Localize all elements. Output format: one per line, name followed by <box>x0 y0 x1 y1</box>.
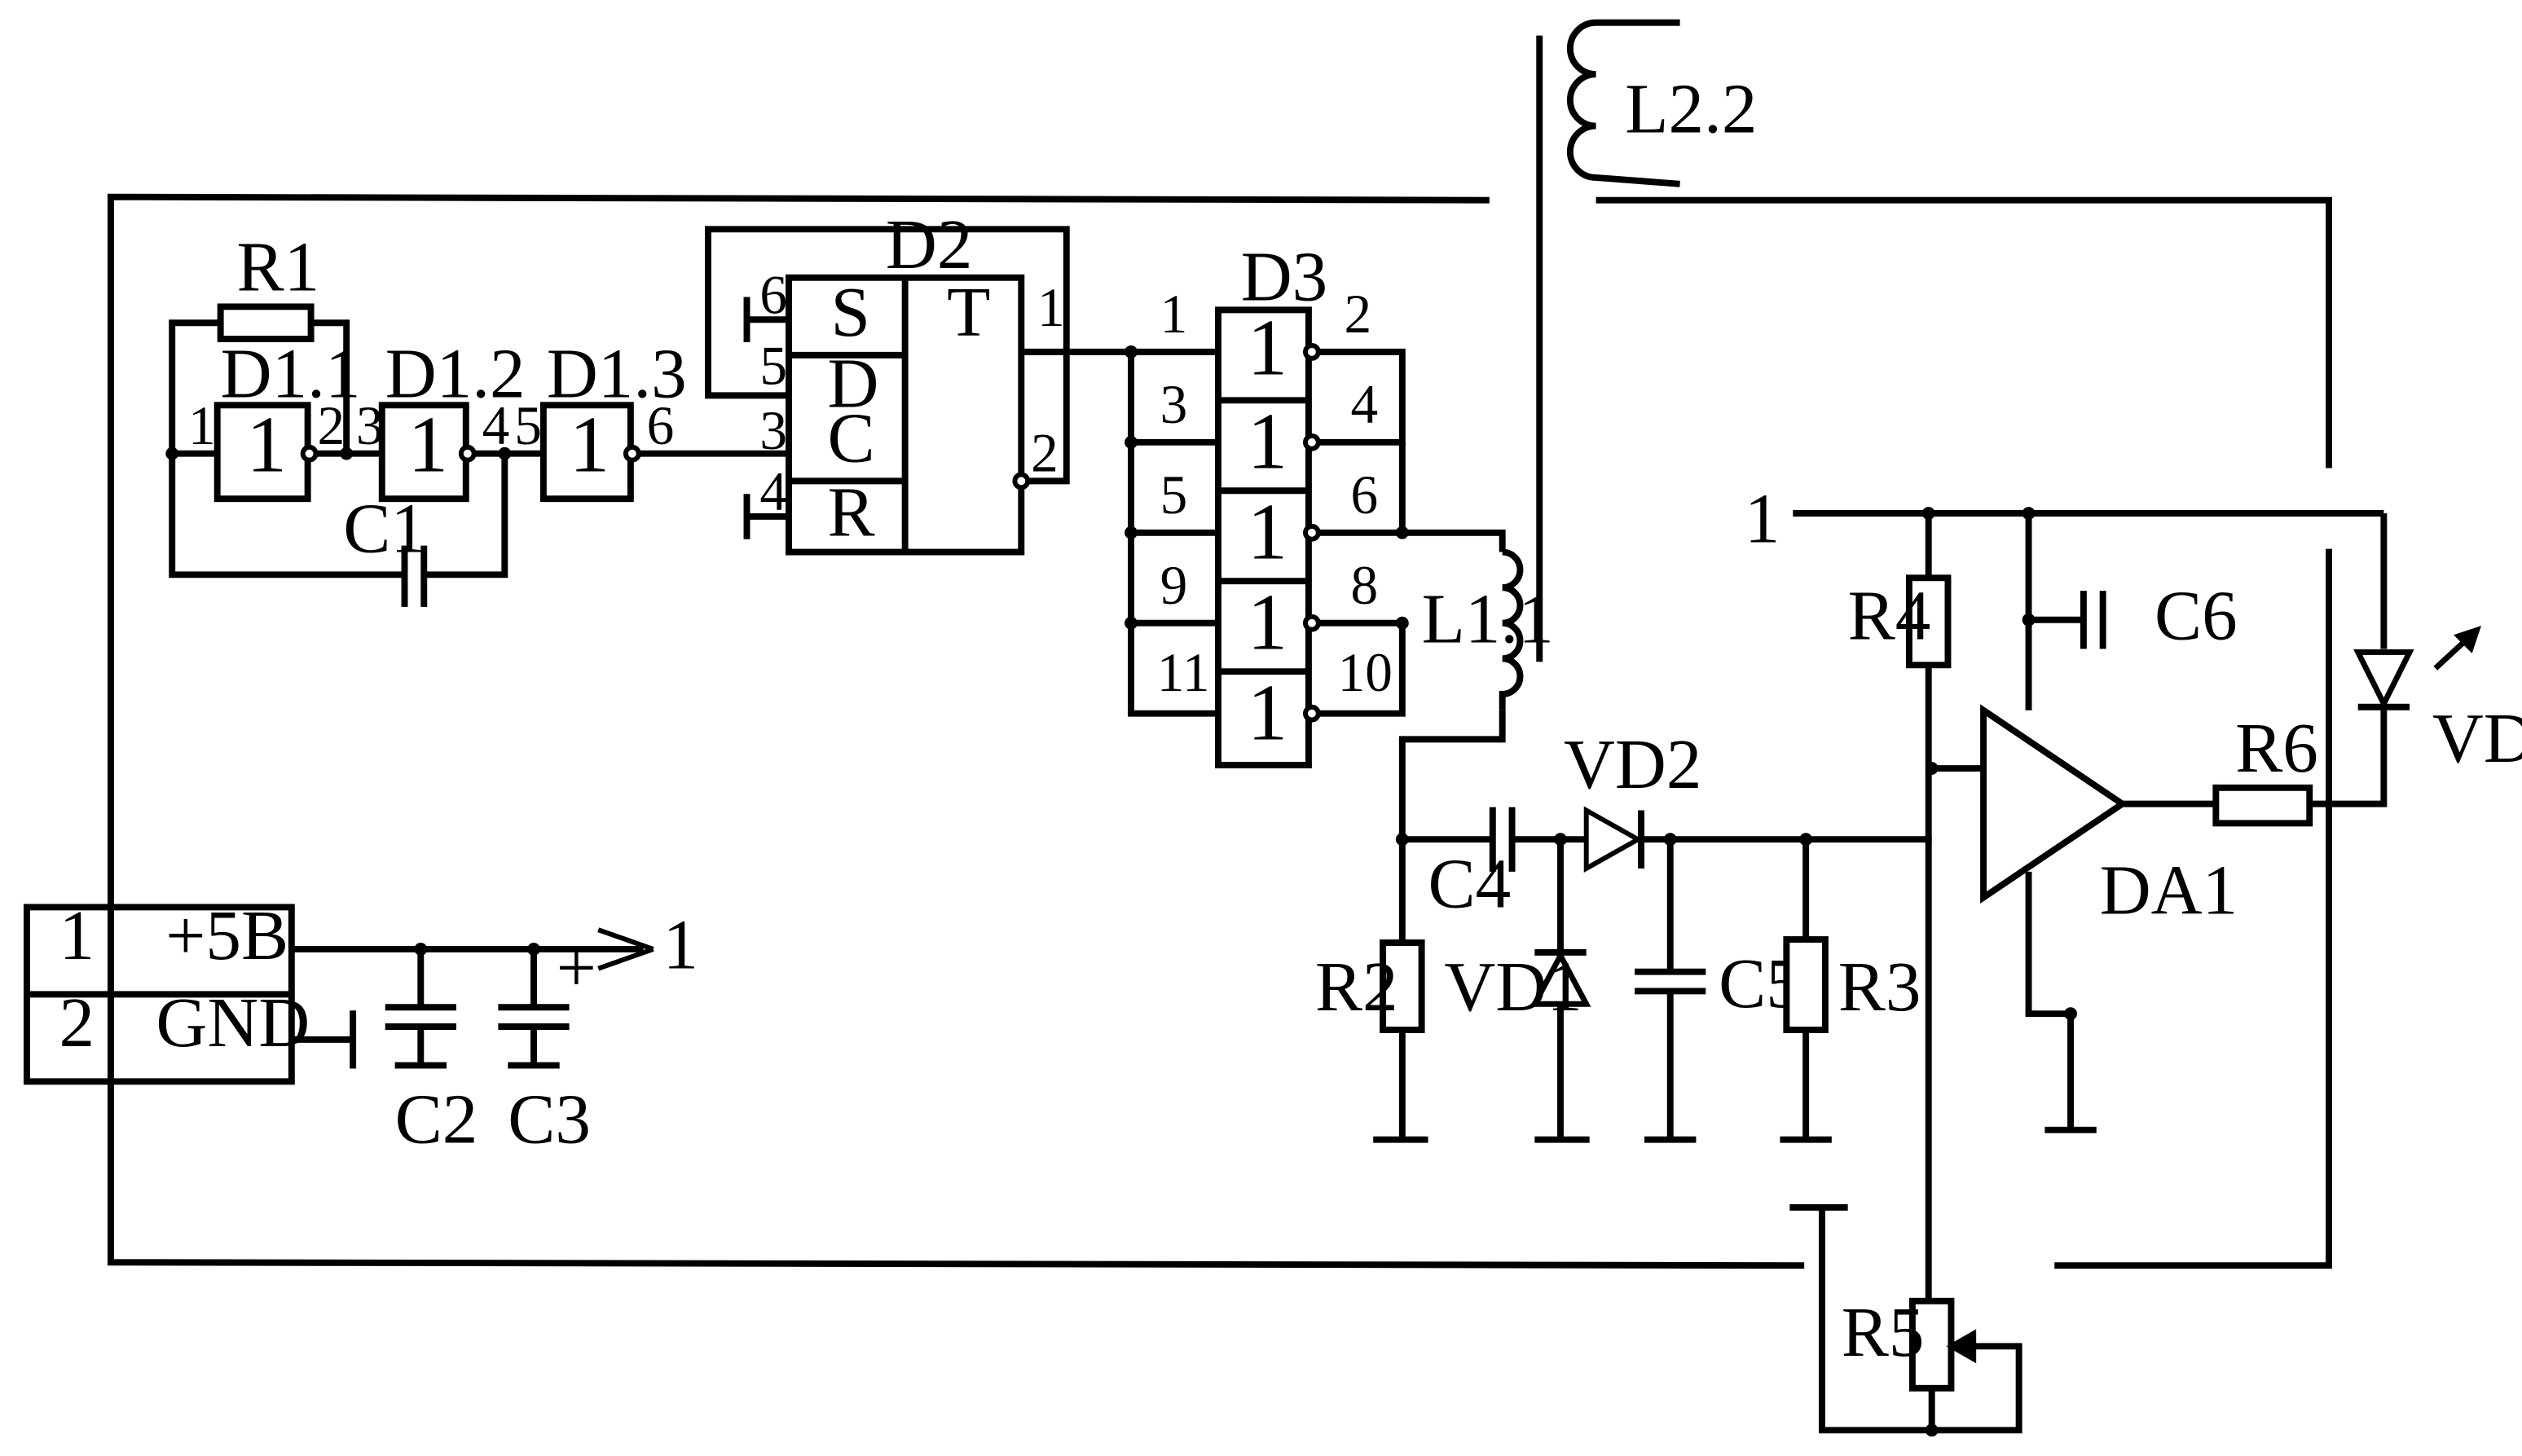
d1-pin-5: 5 <box>514 395 542 456</box>
gate-d1-1 <box>213 402 311 503</box>
d2-label: D2 <box>886 205 973 284</box>
r4-label: R4 <box>1848 576 1931 655</box>
d2-pin-2: 2 <box>1031 422 1059 483</box>
vd3-label: VD3 <box>2432 698 2522 777</box>
d2-cell-c: C <box>828 398 875 477</box>
r2-label: R2 <box>1315 947 1398 1026</box>
net-1-left: 1 <box>662 905 698 984</box>
inverter-array-d3: D3 1 1 1 1 1 1 3 5 9 11 <box>1125 236 1409 769</box>
c3-label: C3 <box>508 1080 591 1159</box>
d2-cell-d: D <box>828 343 879 422</box>
vd1-label: VD1 <box>1444 947 1582 1026</box>
comparator-da1: 1 R4 C6 DA1 R6 VD3 <box>1745 479 2522 1301</box>
gate-d1-2-symbol: 1 <box>407 400 448 489</box>
inductor-l1-1: L1.1 <box>1398 529 1554 946</box>
c4-label: C4 <box>1428 843 1512 922</box>
gate-d1-1-symbol: 1 <box>246 400 287 489</box>
gate-d1-3 <box>539 402 634 503</box>
detector-chain: C4 VD2 R2 VD1 C5 R3 <box>1315 724 1932 1143</box>
d3-pin-4: 4 <box>1350 374 1378 435</box>
connector-pin-2: 2 <box>59 983 95 1062</box>
da1-label: DA1 <box>2100 850 2238 929</box>
power-connector: 1 +5B 2 GND 1 C2 + C3 <box>23 895 698 1159</box>
d1-pin-1: 1 <box>188 395 216 456</box>
d3-gate-1-symbol: 1 <box>1248 304 1288 393</box>
d2-cell-r: R <box>828 473 875 552</box>
d3-body <box>1215 306 1312 769</box>
vd2-label: VD2 <box>1564 724 1701 803</box>
d3-pin-2: 2 <box>1345 284 1372 345</box>
connector-name-1: +5B <box>165 895 288 974</box>
d2-pin-4: 4 <box>759 461 787 522</box>
d2-pin-6: 6 <box>759 264 787 325</box>
outer-frame <box>107 193 2332 1269</box>
d1-pin-6: 6 <box>647 395 675 456</box>
gate-d1-3-symbol: 1 <box>570 400 610 489</box>
d3-pin-3: 3 <box>1160 374 1188 435</box>
r1-label: R1 <box>236 227 319 306</box>
d3-gate-3-symbol: 1 <box>1248 487 1288 576</box>
connector-name-2: GND <box>156 983 310 1062</box>
resistor-r6 <box>2212 784 2313 827</box>
d3-gate-4-symbol: 1 <box>1248 578 1288 666</box>
d3-pin-9: 9 <box>1160 555 1188 616</box>
da1-body <box>1980 704 2128 904</box>
d1-pin-3: 3 <box>356 395 384 456</box>
d3-gate-5-symbol: 1 <box>1248 668 1288 757</box>
inductor-l2-2: L2.2 <box>1536 19 1757 662</box>
resistor-r1 <box>217 303 315 343</box>
c6-label: C6 <box>2154 576 2238 655</box>
d1-pin-2: 2 <box>318 395 346 456</box>
d2-pin-3: 3 <box>759 400 787 461</box>
d3-pin-1: 1 <box>1160 284 1188 345</box>
d3-label: D3 <box>1241 236 1328 315</box>
c2-label: C2 <box>395 1080 478 1159</box>
oscillator-d1: R1 C1 1 D1.1 1 2 1 D1.2 3 4 1 D1.3 5 6 <box>165 227 790 607</box>
d3-pin-6: 6 <box>1350 464 1378 526</box>
net-1-right: 1 <box>1745 479 1780 558</box>
d3-pin-5: 5 <box>1160 464 1188 526</box>
d1-2-label: D1.2 <box>385 333 526 412</box>
resistor-r4 <box>1905 574 1952 669</box>
d3-pin-8: 8 <box>1350 555 1378 616</box>
d1-pin-4: 4 <box>482 395 510 456</box>
d3-pin-11: 11 <box>1157 642 1210 703</box>
d3-pin-10: 10 <box>1338 642 1393 703</box>
d1-1-label: D1.1 <box>221 333 361 412</box>
c3-plus-sign: + <box>557 927 596 1006</box>
l2-2-label: L2.2 <box>1625 68 1757 147</box>
r3-label: R3 <box>1838 947 1921 1026</box>
l1-1-label: L1.1 <box>1422 578 1554 658</box>
connector-pin-1: 1 <box>59 895 95 974</box>
d2-pin-1: 1 <box>1037 277 1065 338</box>
d3-gate-2-symbol: 1 <box>1248 398 1288 486</box>
flip-flop-d2: D2 S D C R T 6 4 5 3 1 2 <box>704 205 1132 556</box>
r5-label: R5 <box>1842 1292 1925 1371</box>
d1-3-label: D1.3 <box>547 333 687 412</box>
trimmer-r5: R5 <box>1789 1203 2022 1437</box>
r6-label: R6 <box>2235 708 2318 787</box>
d2-pin-5: 5 <box>759 336 787 397</box>
d2-cell-t: T <box>947 272 990 351</box>
d2-cell-s: S <box>831 272 870 351</box>
resistor-r3 <box>1783 936 1829 1033</box>
